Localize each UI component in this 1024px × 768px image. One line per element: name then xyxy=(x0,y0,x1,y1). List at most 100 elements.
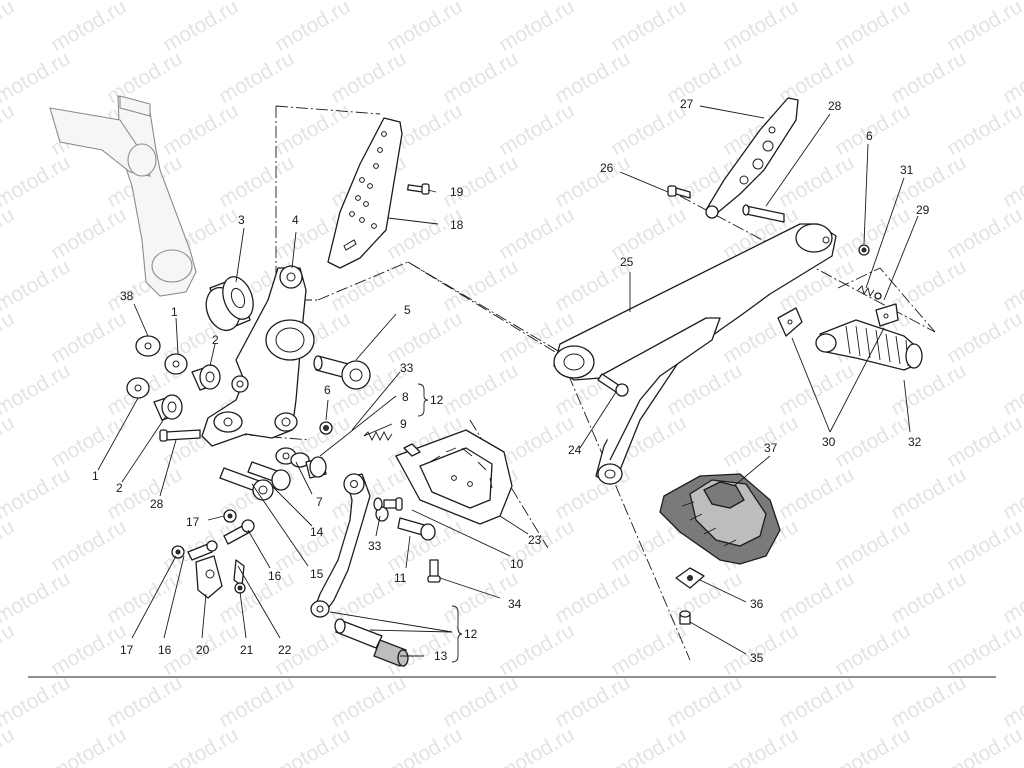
watermark-text: motod.ru xyxy=(719,723,802,768)
callout-34: 34 xyxy=(508,597,522,611)
return-spring xyxy=(363,430,393,442)
watermark-text: motod.ru xyxy=(551,671,634,732)
watermark-text: motod.ru xyxy=(439,671,522,732)
callout-23: 23 xyxy=(528,533,542,547)
watermark-text: motod.ru xyxy=(999,255,1024,316)
watermark-text: motod.ru xyxy=(999,567,1024,628)
hanger-bolts xyxy=(667,185,785,223)
callout-35: 35 xyxy=(750,651,764,665)
watermark-text: motod.ru xyxy=(0,203,18,264)
watermark-text: motod.ru xyxy=(831,723,914,768)
pivot-pin xyxy=(313,355,371,390)
watermark-text: motod.ru xyxy=(999,0,1024,4)
watermark-text: motod.ru xyxy=(383,307,466,368)
watermark-text: motod.ru xyxy=(439,47,522,108)
callout-28-right: 28 xyxy=(828,99,842,113)
left-washers xyxy=(126,335,221,421)
callout-10: 10 xyxy=(510,557,524,571)
watermark-text: motod.ru xyxy=(495,203,578,264)
frame-bracket xyxy=(49,95,197,297)
right-small-parts xyxy=(857,244,882,300)
watermark-text: motod.ru xyxy=(495,619,578,680)
callout-labels: 19 18 3 4 5 38 1 2 6 33 8 12 9 7 14 15 1… xyxy=(92,97,930,665)
spacer-parts xyxy=(275,447,327,479)
small-nut xyxy=(319,421,333,435)
watermark-text: motod.ru xyxy=(999,47,1024,108)
watermark-text: motod.ru xyxy=(663,567,746,628)
passenger-heel-plate xyxy=(705,97,799,219)
watermark-text: motod.ru xyxy=(0,463,74,524)
watermark-text: motod.ru xyxy=(47,411,130,472)
callout-32: 32 xyxy=(908,435,922,449)
watermark-text: motod.ru xyxy=(0,359,74,420)
callout-29: 29 xyxy=(916,203,930,217)
watermark-text: motod.ru xyxy=(47,619,130,680)
watermark-text: motod.ru xyxy=(0,411,18,472)
watermark-text: motod.ru xyxy=(439,359,522,420)
watermark-text: motod.ru xyxy=(47,723,130,768)
watermark-text: motod.ru xyxy=(887,463,970,524)
watermark-text: motod.ru xyxy=(551,47,634,108)
watermark-text: motod.ru xyxy=(719,411,802,472)
callout-17-top: 17 xyxy=(186,515,200,529)
watermark-text: motod.ru xyxy=(943,203,1024,264)
callout-14: 14 xyxy=(310,525,324,539)
watermark-text: motod.ru xyxy=(271,723,354,768)
callout-11: 11 xyxy=(394,571,407,585)
watermark-text: motod.ru xyxy=(383,515,466,576)
callout-37: 37 xyxy=(764,441,778,455)
watermark-text: motod.ru xyxy=(159,99,242,160)
footpeg xyxy=(395,429,513,525)
callout-16-top: 16 xyxy=(268,569,282,583)
callout-5: 5 xyxy=(404,303,411,317)
watermark-text: motod.ru xyxy=(47,515,130,576)
watermark-text: motod.ru xyxy=(271,99,354,160)
watermark-text: motod.ru xyxy=(0,255,74,316)
passenger-hanger xyxy=(553,223,837,485)
watermark-text: motod.ru xyxy=(0,515,18,576)
watermark-text: motod.ru xyxy=(831,515,914,576)
watermark-text: motod.ru xyxy=(887,567,970,628)
watermark-text: motod.ru xyxy=(0,99,18,160)
callout-20: 20 xyxy=(196,643,210,657)
heel-plate xyxy=(327,117,403,269)
callout-38: 38 xyxy=(120,289,134,303)
callout-30: 30 xyxy=(822,435,836,449)
passenger-footpeg xyxy=(777,303,923,371)
watermark-text: motod.ru xyxy=(0,47,74,108)
watermark-text: motod.ru xyxy=(0,151,74,212)
callout-36: 36 xyxy=(750,597,764,611)
watermark-text: motod.ru xyxy=(775,671,858,732)
callout-24: 24 xyxy=(568,443,582,457)
callout-12-bottom: 12 xyxy=(464,627,478,641)
watermark-text: motod.ru xyxy=(215,151,298,212)
watermark-text: motod.ru xyxy=(999,151,1024,212)
watermark-text: motod.ru xyxy=(943,411,1024,472)
watermark-text: motod.ru xyxy=(551,567,634,628)
callout-18: 18 xyxy=(450,218,464,232)
watermark-text: motod.ru xyxy=(551,151,634,212)
callout-6-right: 6 xyxy=(866,129,873,143)
rubber-bushing xyxy=(205,276,254,332)
watermark-text: motod.ru xyxy=(775,463,858,524)
watermark-text: motod.ru xyxy=(215,671,298,732)
watermark-text: motod.ru xyxy=(831,411,914,472)
watermark-text: motod.ru xyxy=(215,47,298,108)
callout-8: 8 xyxy=(402,390,409,404)
callout-22: 22 xyxy=(278,643,292,657)
watermark-text: motod.ru xyxy=(887,671,970,732)
watermark-text: motod.ru xyxy=(887,47,970,108)
watermark-text: motod.ru xyxy=(0,307,18,368)
watermark-text: motod.ru xyxy=(439,255,522,316)
callout-31: 31 xyxy=(900,163,914,177)
callout-33-top: 33 xyxy=(400,361,414,375)
watermark-text: motod.ru xyxy=(495,99,578,160)
watermark-text: motod.ru xyxy=(495,723,578,768)
watermark-text: motod.ru xyxy=(103,671,186,732)
watermark-text: motod.ru xyxy=(775,151,858,212)
callout-12-top: 12 xyxy=(430,393,444,407)
callout-19: 19 xyxy=(450,185,464,199)
callout-15: 15 xyxy=(310,567,324,581)
